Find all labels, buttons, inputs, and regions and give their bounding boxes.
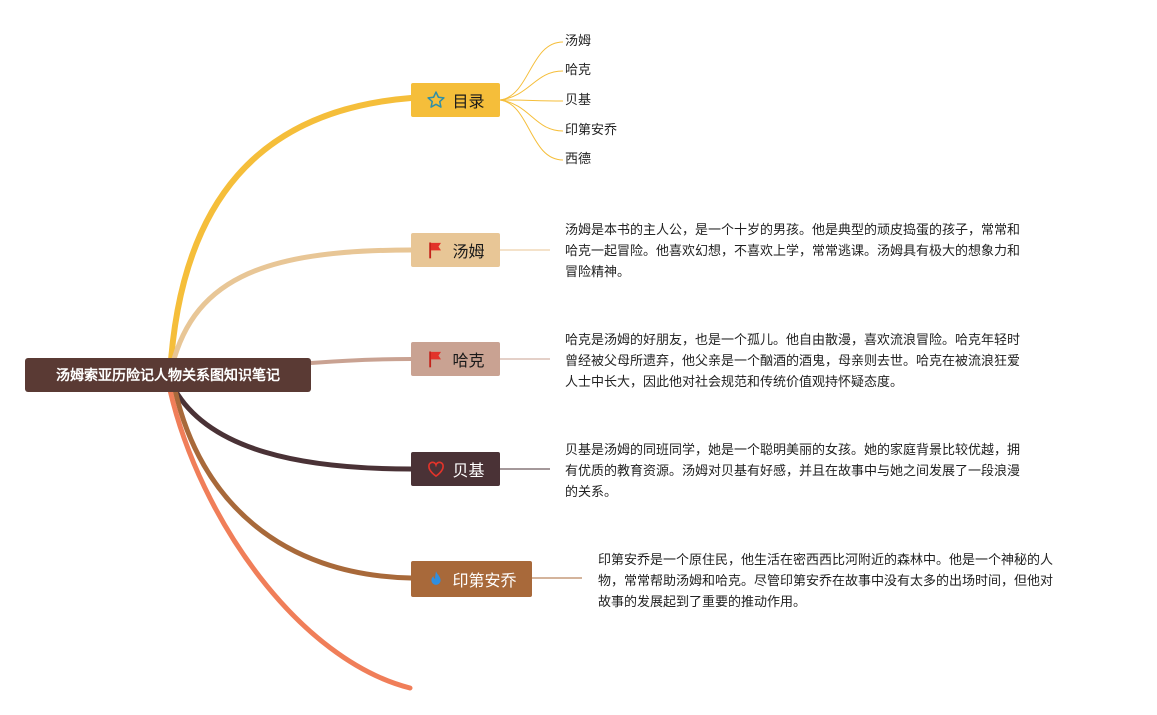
sub-line-4 — [499, 99, 564, 132]
topic-becky[interactable]: 贝基 — [411, 452, 500, 486]
contents-item-sid[interactable]: 西德 — [565, 152, 592, 167]
contents-item-injun-joe[interactable]: 印第安乔 — [565, 123, 618, 138]
topic-huck-label: 哈克 — [452, 351, 485, 370]
topic-tom[interactable]: 汤姆 — [411, 233, 500, 267]
contents-item-tom[interactable]: 汤姆 — [565, 34, 592, 49]
flame-icon — [426, 569, 446, 589]
topic-injun-joe-label: 印第安乔 — [452, 571, 517, 590]
description-becky: 贝基是汤姆的同班同学，她是一个聪明美丽的女孩。她的家庭背景比较优越，拥 有优质的… — [565, 440, 1020, 503]
description-line: 冒险精神。 — [565, 265, 631, 280]
branch-line-injun-joe — [172, 387, 414, 581]
sub-line-3 — [499, 99, 564, 102]
branch-line-extra — [167, 387, 413, 691]
description-line: 故事的发展起到了重要的推动作用。 — [598, 595, 807, 610]
red-flag-icon — [426, 349, 446, 369]
sub-line-5 — [499, 99, 564, 161]
topic-injun-joe[interactable]: 印第安乔 — [411, 561, 532, 597]
description-line: 的关系。 — [565, 485, 618, 500]
description-line: 印第安乔是一个原住民，他生活在密西西比河附近的森林中。他是一个神秘的人 — [598, 553, 1054, 568]
description-line: 哈克是汤姆的好朋友，也是一个孤儿。他自由散漫，喜欢流浪冒险。哈克年轻时 — [565, 333, 1021, 348]
description-line: 物，常常帮助汤姆和哈克。尽管印第安乔在故事中没有太多的出场时间，但他对 — [598, 574, 1054, 589]
heart-icon — [426, 459, 446, 479]
description-huck: 哈克是汤姆的好朋友，也是一个孤儿。他自由散漫，喜欢流浪冒险。哈克年轻时 曾经被父… — [565, 330, 1020, 393]
red-flag-icon — [426, 240, 446, 260]
topic-tom-label: 汤姆 — [452, 242, 485, 261]
branch-line-tom — [167, 247, 414, 378]
description-line: 哈克一起冒险。他喜欢幻想，不喜欢上学，常常逃课。汤姆具有极大的想象力和 — [565, 244, 1021, 259]
star-icon — [426, 90, 446, 110]
branch-line-becky — [172, 387, 414, 472]
contents-item-becky[interactable]: 贝基 — [565, 93, 592, 108]
description-line: 曾经被父母所遗弃，他父亲是一个酗酒的酒鬼，母亲则去世。哈克在被流浪狂爱 — [565, 354, 1021, 369]
branch-line-huck — [309, 357, 413, 365]
topic-becky-label: 贝基 — [452, 461, 485, 480]
description-line: 有优质的教育资源。汤姆对贝基有好感，并且在故事中与她之间发展了一段浪漫 — [565, 464, 1021, 479]
topic-contents[interactable]: 目录 — [411, 83, 500, 117]
description-line: 汤姆是本书的主人公，是一个十岁的男孩。他是典型的顽皮捣蛋的孩子，常常和 — [565, 223, 1021, 238]
topic-huck[interactable]: 哈克 — [411, 342, 500, 376]
root-topic[interactable]: 汤姆索亚历险记人物关系图知识笔记 — [25, 358, 311, 392]
root-topic-label: 汤姆索亚历险记人物关系图知识笔记 — [56, 368, 280, 384]
description-line: 人士中长大，因此他对社会规范和传统价值观持怀疑态度。 — [565, 375, 904, 390]
description-tom: 汤姆是本书的主人公，是一个十岁的男孩。他是典型的顽皮捣蛋的孩子，常常和 哈克一起… — [565, 220, 1020, 283]
sub-line-2 — [499, 70, 564, 101]
contents-item-huck[interactable]: 哈克 — [565, 63, 592, 78]
branch-line-contents — [167, 95, 414, 378]
sub-line-1 — [499, 41, 564, 101]
topic-contents-label: 目录 — [452, 92, 485, 111]
description-line: 贝基是汤姆的同班同学，她是一个聪明美丽的女孩。她的家庭背景比较优越，拥 — [565, 443, 1021, 458]
description-injun-joe: 印第安乔是一个原住民，他生活在密西西比河附近的森林中。他是一个神秘的人 物，常常… — [598, 550, 1053, 613]
